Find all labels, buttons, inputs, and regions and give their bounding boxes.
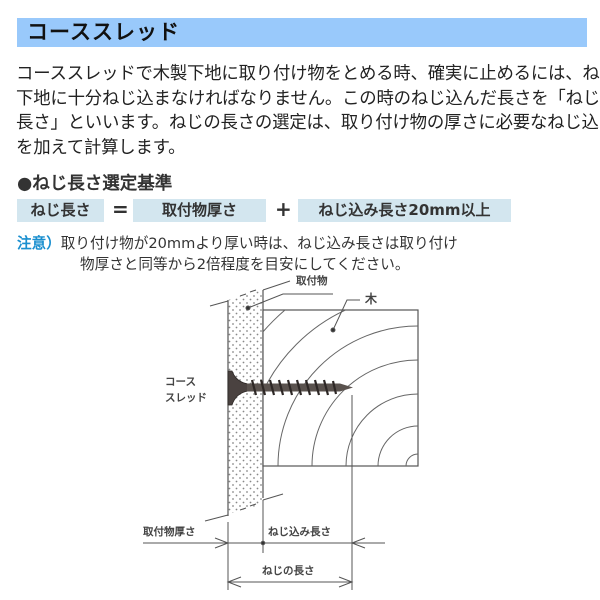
section-title: ●ねじ長さ選定基準 <box>17 174 173 194</box>
label-screw-length: ねじの長さ <box>262 565 315 577</box>
label-embed-length: ねじ込み長さ <box>268 526 331 538</box>
intro-line: コーススレッドで木製下地に取り付け物をとめる時、確実に止めるには、ねじを木 <box>16 64 600 84</box>
formula-term-attachment-thickness: 取付物厚さ <box>133 199 266 222</box>
intro-line: 長さ」といいます。ねじの長さの選定は、取り付け物の厚さに必要なねじ込み長さ <box>16 113 600 133</box>
label-attachment: 取付物 <box>296 275 328 287</box>
leader-lines <box>245 293 360 333</box>
formula-equals: = <box>112 197 129 221</box>
formula-term-embed-length: ねじ込み長さ20mm以上 <box>298 199 511 222</box>
label-screw-line-1: コース <box>165 376 196 388</box>
intro-line: 下地に十分ねじ込まなければなりません。この時のねじ込んだ長さを「ねじ込み <box>16 88 600 109</box>
formula-term-screw-length: ねじ長さ <box>17 199 104 222</box>
formula-plus: + <box>275 197 292 221</box>
intro-paragraph: コーススレッドで木製下地に取り付け物をとめる時、確実に止めるには、ねじを木 下地… <box>16 62 600 160</box>
wood-grain <box>262 309 419 467</box>
label-screw-line-2: スレッド <box>165 392 207 404</box>
caution-line-2: 物厚さと同等から2倍程度を目安にしてください。 <box>80 256 410 273</box>
intro-line: を加えて計算します。 <box>16 137 186 158</box>
page-title: コーススレッド <box>27 20 180 44</box>
header-bar: コーススレッド <box>17 18 587 47</box>
dotted-board <box>204 280 291 522</box>
caution-note: 注意）取り付け物が20mmより厚い時は、ねじ込み長さは取り付け 物厚さと同等から… <box>17 233 458 275</box>
caution-line-1: 取り付け物が20mmより厚い時は、ねじ込み長さは取り付け <box>60 235 458 252</box>
caution-label: 注意） <box>17 235 61 252</box>
label-wood: 木 <box>365 292 378 306</box>
dimension-lines <box>143 395 385 590</box>
label-attachment-thickness: 取付物厚さ <box>143 526 196 538</box>
screw-icon <box>227 370 353 406</box>
